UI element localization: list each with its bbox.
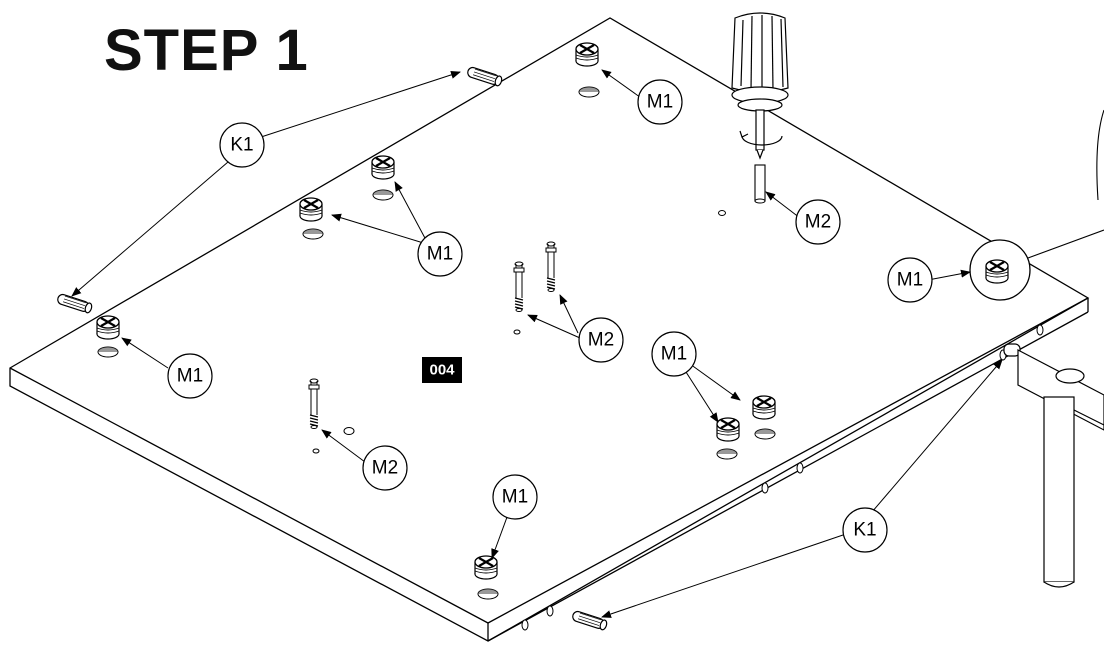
side-frame-fragment <box>1017 349 1104 588</box>
callout-m1: M1 <box>887 257 933 303</box>
callout-m1: M1 <box>651 331 697 377</box>
dowel-icon <box>1003 343 1021 357</box>
surface-holes <box>312 210 726 454</box>
part-number-label: 004 <box>429 362 455 379</box>
callout-m1-label: M1 <box>502 487 528 508</box>
screwdriver-icon <box>731 12 789 160</box>
step-title: STEP 1 <box>104 18 309 83</box>
dowel-icon <box>55 292 94 315</box>
callout-m2: M2 <box>578 317 624 363</box>
board-panel <box>9 17 1090 642</box>
rotation-arrow-icon <box>739 130 783 146</box>
cam-lock-icon <box>298 196 324 240</box>
cam-bolt-icon <box>754 164 766 204</box>
callout-m1: M1 <box>637 79 683 125</box>
callout-m1-label: M1 <box>647 92 673 113</box>
leader-lines <box>71 69 1003 618</box>
callout-m1: M1 <box>167 353 213 399</box>
callout-m2-label: M2 <box>588 330 614 351</box>
cam-lock-icon <box>370 154 396 201</box>
cam-lock-icon <box>751 394 777 440</box>
callout-k1-label: K1 <box>230 135 253 156</box>
callout-m1-label: M1 <box>177 366 203 387</box>
callout-k1: K1 <box>842 507 888 553</box>
cam-lock-icon <box>715 416 741 460</box>
cam-lock-icon <box>95 314 121 358</box>
callout-m2: M2 <box>362 445 408 491</box>
edge-holes <box>521 324 1044 631</box>
callout-m1-label: M1 <box>427 244 453 265</box>
callout-m2-label: M2 <box>372 458 398 479</box>
callout-m1: M1 <box>492 474 538 520</box>
callout-k1: K1 <box>219 122 265 168</box>
callout-k1-label: K1 <box>853 520 876 541</box>
callout-m2-label: M2 <box>805 212 831 233</box>
callout-m2: M2 <box>795 199 841 245</box>
detail-magnifier <box>969 109 1104 301</box>
cam-lock-icon <box>473 554 499 600</box>
callout-m1-label: M1 <box>897 270 923 291</box>
part-number-tag: 004 <box>422 357 462 383</box>
callout-m1: M1 <box>417 231 463 277</box>
callout-m1-label: M1 <box>661 344 687 365</box>
dowel-icon <box>570 609 609 632</box>
dowel-icon <box>465 65 504 88</box>
